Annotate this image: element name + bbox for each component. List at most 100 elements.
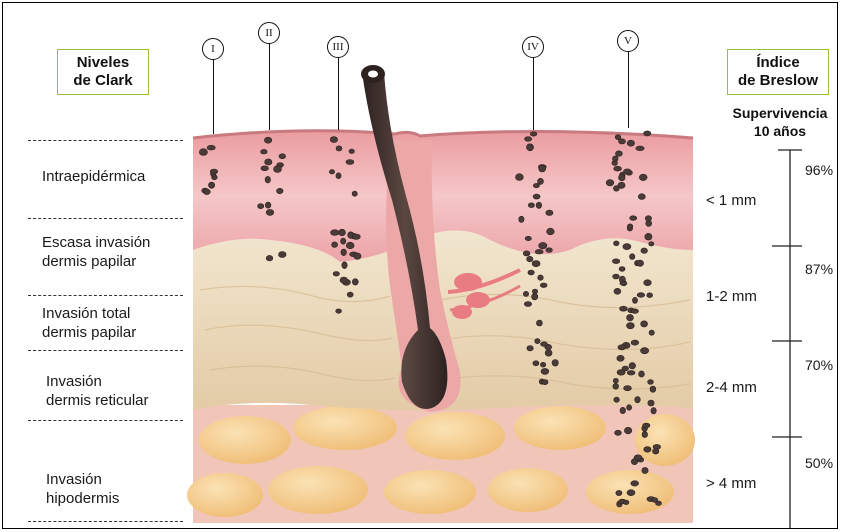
breslow-thickness-1: < 1 mm [706,192,756,209]
melanoma-cell [277,188,284,193]
melanoma-cell [644,280,652,286]
melanoma-cell [332,242,338,248]
melanoma-cell [519,216,524,222]
melanoma-cell [352,279,358,285]
melanoma-cell [538,178,544,184]
melanoma-cell [618,345,626,350]
survival-value-1: 96% [805,162,833,178]
level-3-leader [338,56,339,130]
melanoma-cell [612,259,619,264]
melanoma-cell [540,283,547,288]
melanoma-cell [656,501,662,506]
melanoma-cell [630,216,637,221]
melanoma-cell [644,131,651,136]
melanoma-cell [352,234,360,239]
melanoma-cell [199,149,207,156]
breslow-header-text: Índicede Breslow [738,54,818,89]
melanoma-cell [339,229,346,236]
level-1-leader [213,58,214,134]
melanoma-cell [622,366,629,371]
melanoma-cell [536,202,542,208]
melanoma-cell [352,191,357,196]
melanoma-cell [613,274,620,279]
melanoma-cell [330,137,337,143]
melanoma-cell [651,408,656,414]
melanoma-cell [535,339,540,344]
melanoma-cell [354,253,361,259]
melanoma-cell [624,169,632,174]
melanoma-cell [525,236,531,240]
clark-divider-bottom [28,521,183,522]
breslow-thickness-2: 1-2 mm [706,288,757,305]
melanoma-cell [535,249,543,254]
melanoma-cell [606,180,614,186]
melanoma-cell [642,431,648,437]
melanoma-cell [266,209,274,215]
level-5-leader [628,50,629,128]
melanoma-cell [274,166,282,173]
melanoma-cell [279,154,286,159]
melanoma-cell [547,228,555,235]
melanoma-cell [648,400,654,406]
melanoma-cell [627,371,635,376]
clark-level-3-label: Invasión totaldermis papilar [42,304,136,342]
melanoma-cell [523,251,530,256]
clark-level-2-label: Escasa invasióndermis papilar [42,233,150,271]
melanoma-cell [341,249,347,256]
melanoma-cell [203,189,210,195]
melanoma-cell [533,194,540,199]
melanoma-cell [516,174,524,181]
melanoma-cell [541,342,548,347]
melanoma-cell [524,302,531,307]
clark-divider-2 [28,295,183,296]
level-4-leader [533,56,534,130]
clark-level-5-label: Invasiónhipodermis [46,470,119,508]
melanoma-cell [341,238,346,244]
melanoma-cell [637,260,644,266]
melanoma-cell [649,330,654,335]
melanoma-cell [336,173,341,179]
level-3-marker: III [327,36,349,58]
melanoma-cell [643,423,650,428]
melanoma-cell [265,176,270,183]
melanoma-cell [614,241,620,246]
clark-divider-3 [28,350,183,351]
clark-level-4-label: Invasióndermis reticular [46,372,149,410]
melanoma-cell [346,242,354,249]
melanoma-cell [279,252,287,258]
melanoma-cell [649,242,654,246]
melanoma-cell [532,261,540,267]
melanoma-cell [627,314,634,321]
melanoma-cell [631,481,639,486]
melanoma-cell [644,447,651,453]
melanoma-cell [614,288,621,294]
melanoma-cell [527,346,533,351]
breslow-thickness-3: 2-4 mm [706,379,757,396]
melanoma-cell [613,378,618,383]
melanoma-cell [631,340,639,345]
melanoma-cell [258,204,264,209]
melanoma-cell [616,151,623,157]
melanoma-cell [333,272,339,277]
melanoma-cell [528,203,534,208]
melanoma-cell [530,132,537,136]
melanoma-cell [546,210,553,215]
melanoma-cell [613,156,619,162]
clark-divider-1 [28,218,183,219]
melanoma-cell [638,194,645,200]
melanoma-cell [525,137,532,142]
survival-value-4: 50% [805,455,833,471]
melanoma-cell [331,230,339,236]
melanoma-cell [645,216,651,221]
melanoma-cell [642,467,648,473]
breslow-header: Índicede Breslow [727,49,829,95]
clark-divider-top [28,140,183,141]
level-5-marker: V [617,30,639,52]
melanoma-cell [619,267,625,272]
melanoma-cell [265,159,272,165]
melanoma-cell [617,355,624,361]
melanoma-cell [629,363,636,369]
melanoma-cell [541,368,549,374]
melanoma-cell [639,174,647,180]
melanoma-cell [648,380,654,385]
